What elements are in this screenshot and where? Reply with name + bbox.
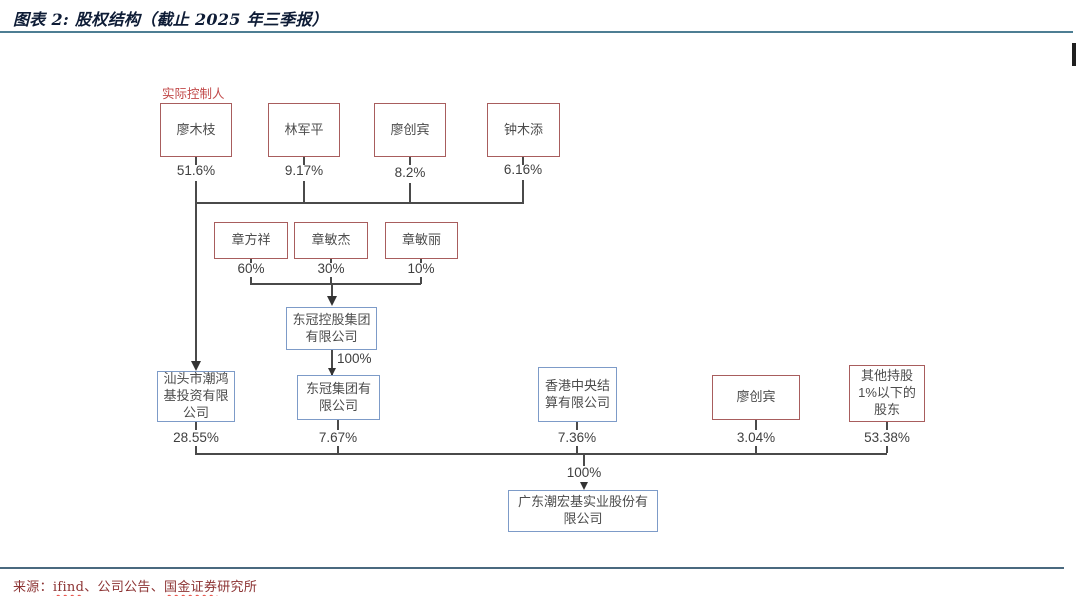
connector-line bbox=[195, 202, 197, 362]
entity-name: 香港中央结算有限公司 bbox=[544, 377, 610, 410]
source-segment: 研究所 bbox=[217, 580, 258, 595]
arrow-down-icon bbox=[191, 361, 201, 371]
connector-line bbox=[331, 350, 333, 375]
connector-line bbox=[195, 157, 197, 165]
connector-line bbox=[420, 277, 422, 284]
ownership-pct: 3.04% bbox=[736, 430, 776, 445]
owner-box-zhangminjie: 章敏杰 bbox=[294, 222, 368, 259]
connector-line bbox=[337, 420, 339, 430]
arrow-down-icon bbox=[580, 482, 588, 490]
ownership-pct: 100% bbox=[566, 465, 602, 480]
entity-box-listed-company: 广东潮宏基实业股份有限公司 bbox=[508, 490, 658, 532]
entity-box-dongguan-group: 东冠集团有限公司 bbox=[297, 375, 380, 420]
source-segment-ifind: ifind bbox=[52, 580, 85, 595]
ownership-pct: 8.2% bbox=[394, 165, 426, 180]
entity-box-shantou-chaohongji-investment: 汕头市潮鸿基投资有限公司 bbox=[157, 371, 235, 422]
right-edge-bar bbox=[1072, 43, 1076, 66]
bus-line-zhang-family bbox=[250, 283, 421, 285]
entity-box-hkscc: 香港中央结算有限公司 bbox=[538, 367, 617, 422]
connector-line bbox=[195, 422, 197, 430]
connector-line bbox=[522, 180, 524, 202]
source-line: 来源：ifind、公司公告、国金证券研究所 bbox=[13, 576, 257, 595]
connector-line bbox=[420, 259, 422, 263]
ownership-pct: 7.36% bbox=[557, 430, 597, 445]
source-segment-guojin: 国金证券 bbox=[164, 580, 218, 595]
owner-name: 章敏丽 bbox=[401, 232, 441, 248]
ownership-pct: 100% bbox=[337, 351, 372, 366]
owner-name: 林军平 bbox=[284, 121, 324, 137]
owner-name: 钟木添 bbox=[503, 121, 543, 137]
connector-line bbox=[755, 420, 757, 430]
actual-controller-label: 实际控制人 bbox=[162, 87, 225, 101]
owner-name: 章敏杰 bbox=[311, 232, 351, 248]
ownership-pct: 10% bbox=[407, 261, 435, 276]
connector-line bbox=[522, 157, 524, 165]
ownership-pct: 60% bbox=[237, 261, 265, 276]
owner-name: 廖创宾 bbox=[736, 389, 776, 405]
connector-line bbox=[303, 181, 305, 202]
entity-name: 汕头市潮鸿基投资有限公司 bbox=[163, 371, 229, 420]
owner-name: 廖创宾 bbox=[390, 121, 430, 137]
figure-bottom-rule bbox=[0, 567, 1064, 569]
connector-line bbox=[886, 422, 888, 430]
arrow-down-icon bbox=[328, 368, 336, 376]
title-underline bbox=[0, 31, 1073, 33]
owner-name: 其他持股1%以下的股东 bbox=[858, 368, 916, 417]
bus-line-top-owners bbox=[195, 202, 524, 204]
figure-title: 图表 2: 股权结构（截止 2025 年三季报） bbox=[13, 10, 329, 29]
connector-line bbox=[195, 181, 197, 202]
owner-box-other-shareholders: 其他持股1%以下的股东 bbox=[849, 365, 925, 422]
connector-line bbox=[250, 277, 252, 284]
ownership-pct: 53.38% bbox=[864, 430, 910, 445]
bus-line-direct-shareholders bbox=[195, 453, 887, 455]
entity-name: 东冠集团有限公司 bbox=[305, 380, 371, 413]
owner-box-zhangfangxiang: 章方祥 bbox=[214, 222, 288, 259]
ownership-pct: 28.55% bbox=[173, 430, 219, 445]
connector-line bbox=[409, 183, 411, 202]
owner-box-zhangminli: 章敏丽 bbox=[385, 222, 458, 259]
connector-line bbox=[583, 453, 585, 466]
source-segment: 来源： bbox=[13, 580, 53, 595]
ownership-pct: 30% bbox=[317, 261, 345, 276]
connector-line bbox=[337, 446, 339, 453]
connector-line bbox=[331, 283, 333, 297]
entity-box-dongguan-holding: 东冠控股集团有限公司 bbox=[286, 307, 377, 350]
ownership-pct: 6.16% bbox=[503, 162, 543, 177]
owner-box-zhongmutian: 钟木添 bbox=[487, 103, 560, 157]
owner-name: 章方祥 bbox=[231, 232, 271, 248]
connector-line bbox=[409, 157, 411, 165]
connector-line bbox=[886, 446, 888, 453]
connector-line bbox=[330, 277, 332, 284]
entity-name: 广东潮宏基实业股份有限公司 bbox=[517, 494, 648, 526]
connector-line bbox=[576, 446, 578, 453]
connector-line bbox=[250, 259, 252, 263]
connector-line bbox=[576, 422, 578, 430]
ownership-pct: 51.6% bbox=[176, 163, 216, 178]
ownership-pct: 9.17% bbox=[284, 163, 324, 178]
entity-name: 东冠控股集团有限公司 bbox=[292, 311, 371, 344]
owner-box-liaomuzhi: 廖木枝 bbox=[160, 103, 232, 157]
owner-box-linjunping: 林军平 bbox=[268, 103, 340, 157]
connector-line bbox=[330, 259, 332, 263]
owner-name: 廖木枝 bbox=[176, 121, 216, 137]
source-segment: 、公司公告、 bbox=[84, 580, 165, 595]
owner-box-liaochuangbin-top: 廖创宾 bbox=[374, 103, 446, 157]
arrow-down-icon bbox=[327, 296, 337, 306]
connector-line bbox=[303, 157, 305, 165]
owner-box-liaochuangbin-direct: 廖创宾 bbox=[712, 375, 800, 420]
connector-line bbox=[755, 446, 757, 453]
ownership-pct: 7.67% bbox=[318, 430, 358, 445]
connector-line bbox=[195, 446, 197, 453]
